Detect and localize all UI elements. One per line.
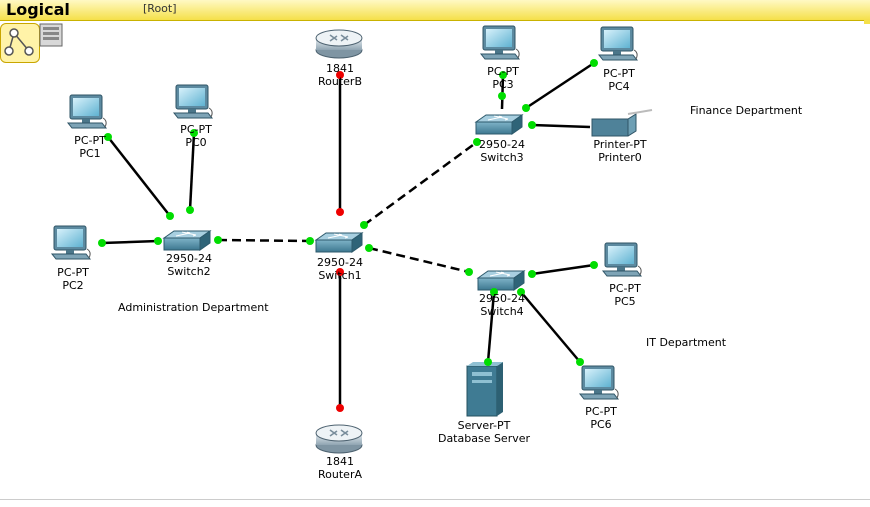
router-b-name: RouterB	[318, 75, 362, 88]
printer0-device[interactable]	[591, 109, 653, 137]
it-department-label: IT Department	[646, 336, 727, 349]
switch3-device[interactable]	[475, 114, 523, 135]
logical-topology-icon[interactable]	[0, 23, 40, 63]
pc6-device[interactable]	[579, 365, 619, 400]
server-model: Server-PT	[457, 419, 511, 432]
link-pc0-switch2	[188, 132, 196, 211]
pc0-model: PC-PT	[180, 123, 212, 136]
pc4-device[interactable]	[598, 26, 638, 61]
pc6-name: PC6	[590, 418, 612, 431]
switch4-name: Switch4	[480, 305, 524, 318]
switch1-model: 2950-24	[317, 256, 363, 269]
pc0-name: PC0	[185, 136, 207, 149]
switch4-device[interactable]	[477, 270, 525, 291]
pc1-model: PC-PT	[74, 134, 106, 147]
link-pc1-switch2	[107, 136, 171, 217]
switch2-model: 2950-24	[166, 252, 212, 265]
link-switch2-switch1	[217, 238, 311, 243]
router-b-label: 1841 RouterB	[318, 62, 362, 88]
cable-links	[101, 61, 595, 408]
switch1-device[interactable]	[315, 232, 363, 253]
pc3-label: PC-PT PC3	[487, 65, 519, 91]
pc5-label: PC-PT PC5	[609, 282, 641, 308]
pc0-label: PC-PT PC0	[180, 123, 212, 149]
switch3-name: Switch3	[480, 151, 524, 164]
pc4-name: PC4	[608, 80, 630, 93]
server-name: Database Server	[437, 432, 531, 445]
workspace-mode-title: Logical	[6, 0, 70, 19]
switch3-model: 2950-24	[479, 138, 525, 151]
pc2-name: PC2	[62, 279, 84, 292]
link-switch1-switch3	[363, 140, 478, 227]
switch2-name: Switch2	[167, 265, 211, 278]
switch2-label: 2950-24 Switch2	[166, 252, 212, 278]
pc1-label: PC-PT PC1	[74, 134, 106, 160]
pc1-device[interactable]	[67, 94, 107, 129]
router-a-name: RouterA	[318, 468, 362, 481]
router-b-device[interactable]	[315, 29, 363, 59]
link-switch3-printer0	[531, 123, 591, 129]
link-switch1-switch4	[368, 246, 470, 274]
router-a-label: 1841 RouterA	[318, 455, 362, 481]
pc1-name: PC1	[79, 147, 101, 160]
printer0-model: Printer-PT	[593, 138, 647, 151]
switch3-label: 2950-24 Switch3	[479, 138, 525, 164]
switch2-device[interactable]	[163, 230, 211, 251]
printer0-label: Printer-PT Printer0	[593, 138, 646, 164]
canvas-bottom-border	[0, 499, 870, 500]
root-breadcrumb[interactable]: [Root]	[143, 2, 177, 15]
link-pc3-switch3	[500, 74, 505, 110]
server-device[interactable]	[466, 362, 503, 417]
pc4-label: PC-PT PC4	[603, 67, 635, 93]
router-a-device[interactable]	[315, 424, 363, 454]
printer0-name: Printer0	[598, 151, 642, 164]
pc0-device[interactable]	[173, 84, 213, 119]
pc5-name: PC5	[614, 295, 636, 308]
link-switch4-server	[486, 291, 496, 363]
pc6-model: PC-PT	[585, 405, 617, 418]
pc3-device[interactable]	[480, 25, 520, 60]
link-pc4-switch3	[525, 61, 595, 110]
pc2-label: PC-PT PC2	[57, 266, 89, 292]
pc2-device[interactable]	[51, 225, 91, 260]
toolbar-edge	[864, 20, 870, 24]
switch4-model: 2950-24	[479, 292, 525, 305]
administration-department-label: Administration Department	[118, 301, 269, 314]
switch1-name: Switch1	[318, 269, 362, 282]
pc3-name: PC3	[492, 78, 514, 91]
switch1-label: 2950-24 Switch1	[317, 256, 363, 282]
pc6-label: PC-PT PC6	[585, 405, 617, 431]
router-b-model: 1841	[326, 62, 354, 75]
pc3-model: PC-PT	[487, 65, 519, 78]
switch4-label: 2950-24 Switch4	[479, 292, 525, 318]
link-pc2-switch2	[101, 239, 159, 245]
link-switch4-pc5	[531, 263, 595, 276]
workspace-toolbar: Logical [Root]	[0, 0, 870, 21]
finance-department-label: Finance Department	[690, 104, 803, 117]
server-label: Server-PT Database Server	[438, 419, 530, 445]
pc5-model: PC-PT	[609, 282, 641, 295]
pc5-device[interactable]	[602, 242, 642, 277]
pc2-model: PC-PT	[57, 266, 89, 279]
pc4-model: PC-PT	[603, 67, 635, 80]
link-switch4-pc6	[520, 291, 581, 363]
cluster-navigation-icon[interactable]	[38, 22, 64, 48]
link-status-lights	[98, 59, 598, 412]
router-a-model: 1841	[325, 455, 354, 468]
